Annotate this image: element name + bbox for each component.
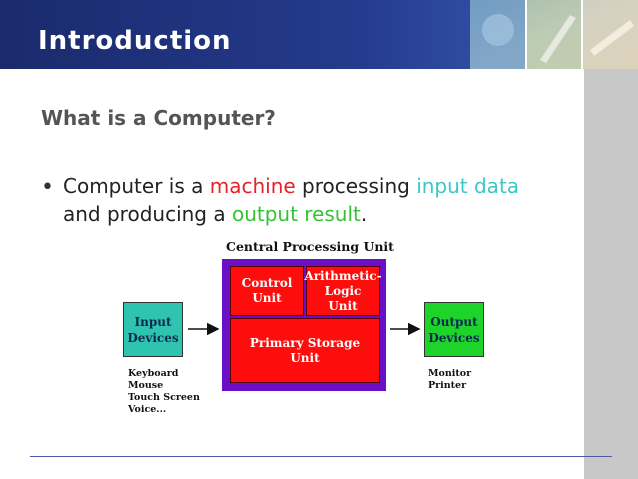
input-devices-box: Input Devices bbox=[123, 302, 183, 357]
bullet-part: processing bbox=[295, 174, 417, 198]
bullet-highlight-output: output result bbox=[231, 202, 361, 226]
slide-title: Introduction bbox=[38, 26, 232, 56]
input-devices-list: Keyboard Mouse Touch Screen Voice... bbox=[128, 368, 200, 415]
bullet-highlight-input: input data bbox=[416, 174, 520, 198]
output-devices-list: Monitor Printer bbox=[428, 368, 472, 391]
bullet-part: and producing a bbox=[63, 202, 232, 226]
cpu-title: Central Processing Unit bbox=[226, 239, 394, 254]
header-bar: Introduction bbox=[0, 0, 638, 69]
bullet-highlight-machine: machine bbox=[209, 174, 296, 198]
primary-storage-box: Primary Storage Unit bbox=[230, 318, 380, 383]
footer-divider bbox=[30, 456, 612, 457]
bullet-text: Computer is a machine processing input d… bbox=[63, 172, 563, 228]
bullet-part: Computer is a bbox=[63, 174, 210, 198]
slide-subtitle: What is a Computer? bbox=[41, 106, 276, 130]
alu-box: Arithmetic- Logic Unit bbox=[304, 266, 382, 316]
control-unit-box: Control Unit bbox=[230, 266, 304, 316]
header-decoration-image bbox=[470, 0, 638, 69]
output-devices-box: Output Devices bbox=[424, 302, 484, 357]
bullet-part: . bbox=[360, 202, 368, 226]
bullet-marker: • bbox=[41, 175, 54, 200]
right-side-panel bbox=[584, 69, 638, 479]
